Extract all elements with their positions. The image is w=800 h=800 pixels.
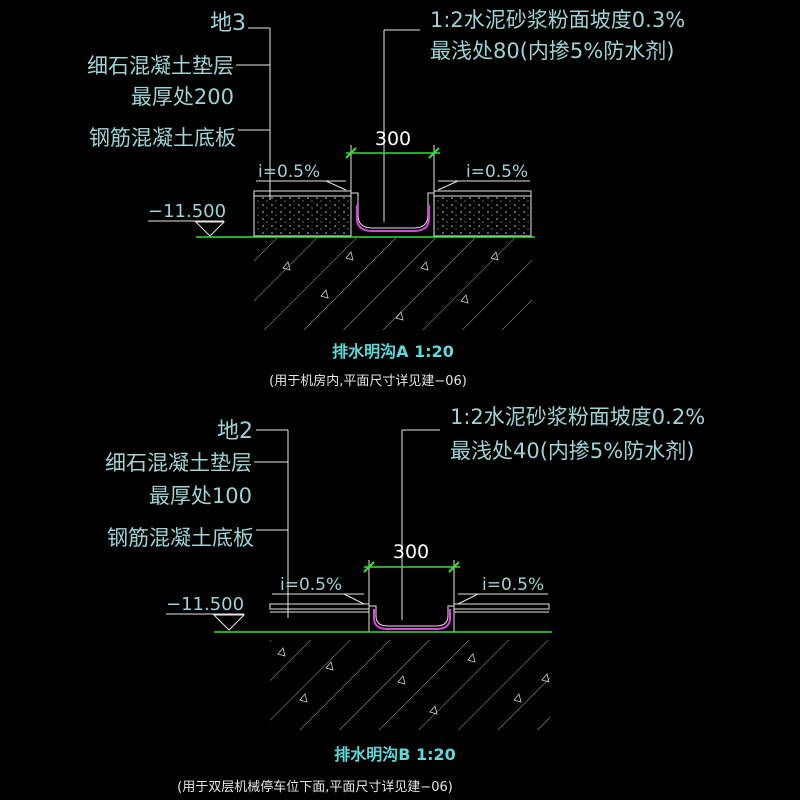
b-slab-label: 钢筋混凝土底板: [107, 526, 254, 550]
b-cushion-label: 细石混凝土垫层: [105, 451, 252, 475]
a-leader-lines: [236, 27, 271, 200]
a-floor-label: 地3: [210, 11, 246, 36]
a-channel-outline: [351, 192, 434, 229]
b-floor-label: 地2: [217, 419, 253, 444]
b-leader-lines: [254, 429, 289, 618]
a-mortar-note-1: 1:2水泥砂浆粉面坡度0.3%: [430, 8, 685, 32]
a-cushion-layer: [253, 190, 532, 237]
detail-b: 地2 细石混凝土垫层 最厚处100 钢筋混凝土底板 1:2水泥砂浆粉面坡度0.2…: [105, 405, 705, 795]
a-width-dim: 300: [375, 128, 411, 150]
b-channel-liner: [373, 609, 451, 630]
b-slope-right: i=0.5%: [482, 575, 544, 595]
a-dimension-line: [345, 145, 440, 192]
b-cushion-layer: [269, 603, 550, 632]
a-cushion-label: 细石混凝土垫层: [87, 54, 234, 78]
b-elevation-marker: [212, 614, 246, 631]
b-mortar-note-2: 最浅处40(内掺5%防水剂): [450, 439, 694, 463]
a-soil-triangles: [282, 251, 499, 321]
detail-a: 地3 细石混凝土垫层 最厚处200 钢筋混凝土底板 1:2水泥砂浆粉面坡度0.3…: [87, 8, 685, 389]
a-elevation: −11.500: [148, 201, 226, 222]
b-width-dim: 300: [393, 541, 429, 563]
a-channel-liner: [356, 205, 430, 232]
a-elevation-marker: [194, 221, 226, 237]
b-slope-left: i=0.5%: [280, 575, 342, 595]
b-title: 排水明沟B 1:20: [334, 745, 456, 764]
b-mortar-note-1: 1:2水泥砂浆粉面坡度0.2%: [450, 405, 705, 429]
b-elevation: −11.500: [166, 594, 244, 615]
a-slope-right: i=0.5%: [466, 162, 528, 182]
b-dimension-line: [363, 560, 460, 606]
a-slope-left: i=0.5%: [258, 162, 320, 182]
a-slab-label: 钢筋混凝土底板: [89, 126, 236, 150]
b-subtitle: (用于双层机械停车位下面,平面尺寸详见建−06): [177, 779, 453, 795]
a-subtitle: (用于机房内,平面尺寸详见建−06): [269, 373, 467, 389]
a-mortar-note-2: 最浅处80(内掺5%防水剂): [430, 39, 674, 63]
a-title: 排水明沟A 1:20: [332, 342, 454, 361]
b-soil-hatch: [270, 640, 550, 730]
a-thickness-label: 最厚处200: [131, 85, 234, 109]
b-channel-outline: [369, 605, 454, 627]
b-soil-triangles: [277, 647, 550, 715]
b-thickness-label: 最厚处100: [149, 484, 252, 508]
a-soil-hatch: [254, 238, 532, 330]
